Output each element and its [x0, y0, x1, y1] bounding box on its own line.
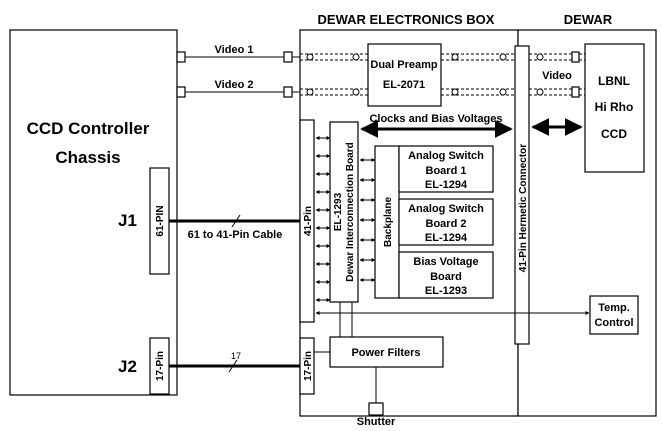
switch1-line3: EL-1294	[425, 179, 468, 191]
dewar-label: DEWAR	[564, 12, 613, 27]
clocks-bias-label: Clocks and Bias Voltages	[369, 113, 502, 125]
preamp-line1: Dual Preamp	[370, 59, 438, 71]
controller-title-line1: CCD Controller	[27, 119, 150, 138]
dewar-interconnection-board	[329, 121, 359, 303]
lbnl-ccd	[584, 43, 645, 173]
cable-17-count: 17	[231, 351, 241, 361]
switch1-line1: Analog Switch	[408, 150, 484, 162]
coax-dewar-video2	[529, 86, 585, 98]
electronics-box-label: DEWAR ELECTRONICS BOX	[318, 12, 495, 27]
bias-line2: Board	[430, 271, 462, 283]
backplane-label: Backplane	[383, 197, 394, 247]
coax-video2-in	[300, 88, 368, 96]
video2-label: Video 2	[215, 79, 254, 91]
video1-plug-box	[283, 51, 293, 63]
video2-plug-left	[176, 86, 186, 98]
analog-switch-board-2	[398, 198, 494, 246]
shutter-connector	[368, 402, 384, 416]
dewar-video-label: Video	[542, 70, 572, 82]
controller-title-line2: Chassis	[55, 148, 120, 167]
j1-label: J1	[118, 211, 137, 230]
switch2-line2: Board 2	[426, 218, 467, 230]
bias-line3: EL-1293	[425, 285, 467, 297]
ccd-line3: CCD	[601, 127, 627, 141]
coax-video2-out	[441, 88, 515, 96]
power-filters	[329, 336, 444, 368]
j2-label: J2	[118, 357, 137, 376]
pin-arrows	[315, 136, 331, 302]
switch1-line2: Board 1	[426, 165, 467, 177]
coax-video1-in	[300, 53, 368, 61]
analog-switch-board-1	[398, 145, 494, 193]
cable-label: 61 to 41-Pin Cable	[188, 229, 283, 241]
power-filters-label: Power Filters	[351, 347, 420, 359]
video2-plug-box	[283, 86, 293, 98]
bias-voltage-board	[398, 251, 494, 299]
ccd-controller-chassis	[9, 29, 178, 396]
temp-line2: Control	[594, 317, 633, 329]
hermetic-label: 41-Pin Hermetic Connector	[518, 144, 529, 272]
backplane	[374, 145, 400, 299]
connector-17-pin-left-label: 17-Pin	[155, 351, 166, 381]
coax-dewar-video1	[529, 51, 585, 63]
coax-video1-out	[441, 53, 515, 61]
ccd-line1: LBNL	[598, 74, 630, 88]
temp-line1: Temp.	[598, 302, 630, 314]
temp-control	[589, 295, 639, 335]
interconnect-label: Dewar Interconnection Board	[345, 142, 356, 281]
interconnect-el-label: EL-1293	[333, 192, 344, 231]
connector-41-pin-label: 41-Pin	[303, 206, 314, 236]
video1-plug-left	[176, 51, 186, 63]
connector-17-pin-right-label: 17-Pin	[303, 351, 314, 381]
video1-label: Video 1	[215, 44, 254, 56]
preamp-line2: EL-2071	[383, 79, 425, 91]
backplane-arrows	[359, 158, 376, 282]
switch2-line3: EL-1294	[425, 232, 468, 244]
connector-61-pin-label: 61-PIN	[155, 205, 166, 236]
dual-preamp	[367, 43, 442, 107]
ccd-line2: Hi Rho	[595, 100, 634, 114]
shutter-label: Shutter	[357, 416, 396, 428]
switch2-line1: Analog Switch	[408, 203, 484, 215]
hermetic-connector	[514, 45, 530, 345]
bias-line1: Bias Voltage	[413, 256, 478, 268]
